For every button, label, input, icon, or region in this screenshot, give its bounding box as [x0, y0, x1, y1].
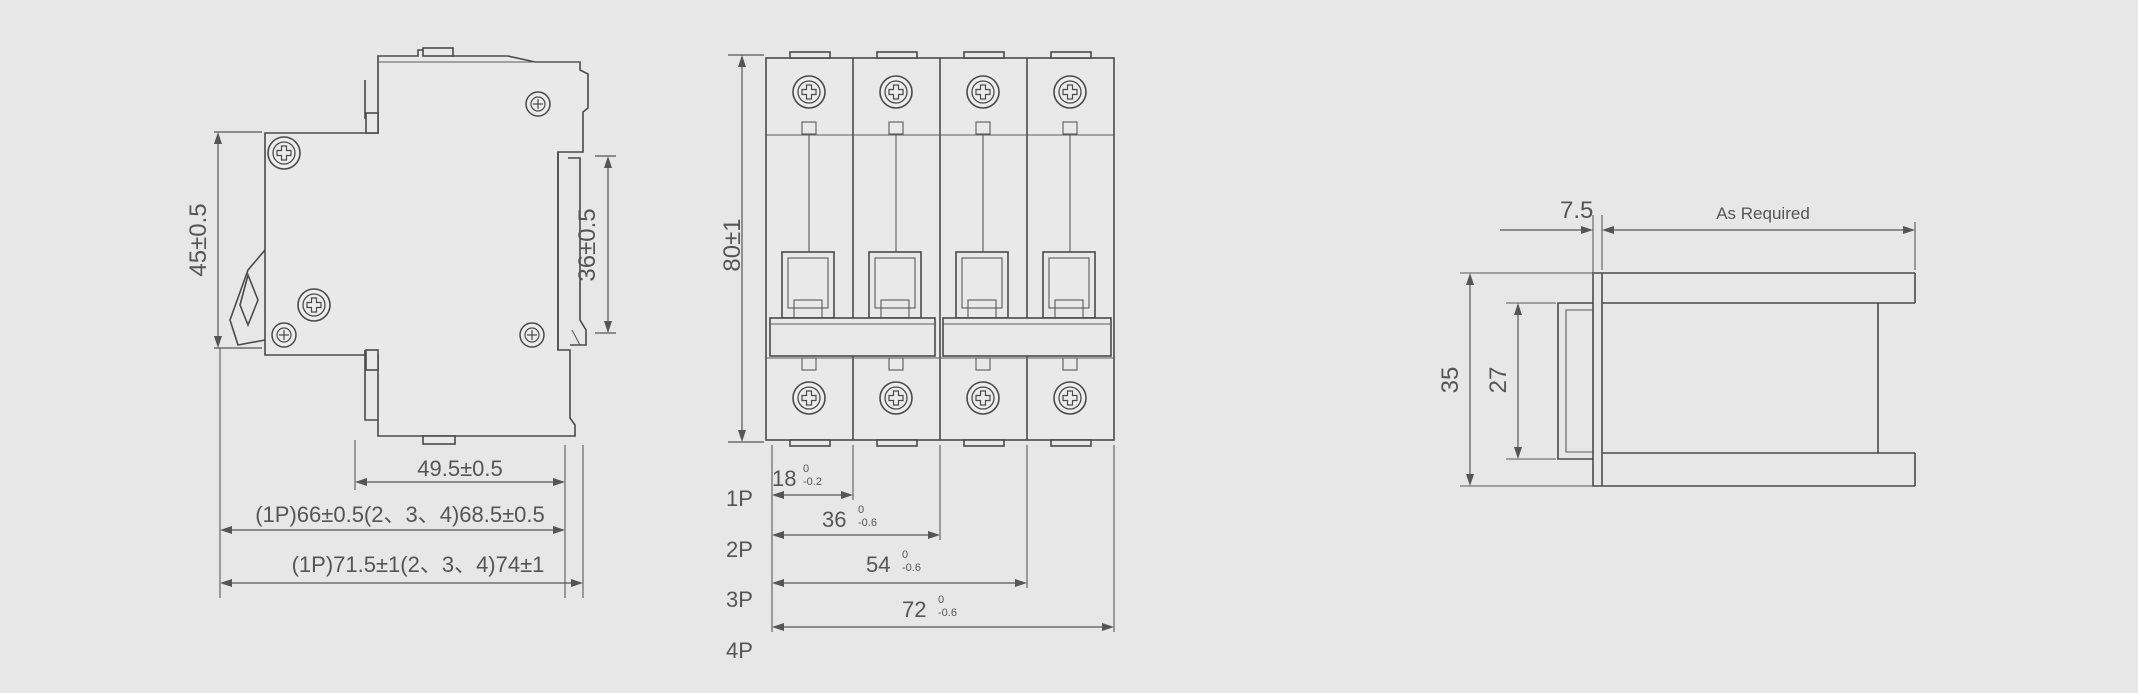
busbar-view: 7.5 As Required 35 27 — [1437, 197, 1916, 487]
handle-pole-4 — [1042, 251, 1096, 319]
pole-label-4p: 4P — [726, 638, 753, 663]
front-dim-36: 36 — [822, 507, 846, 532]
side-view-body — [264, 49, 589, 437]
handle-pole-2 — [868, 251, 922, 319]
svg-text:-0.2: -0.2 — [803, 476, 822, 488]
front-view: 80±1 18 0 -0.2 36 0 -0.6 54 0 -0.6 72 0 — [719, 51, 1115, 663]
svg-text:0: 0 — [803, 463, 809, 475]
front-dim-18: 18 — [772, 466, 796, 491]
busbar-dim-length: As Required — [1716, 204, 1810, 223]
front-dim-54: 54 — [866, 552, 890, 577]
pole-label-3p: 3P — [726, 587, 753, 612]
side-dim-rail: 36±0.5 — [574, 208, 601, 281]
pole-label-1p: 1P — [726, 486, 753, 511]
side-dim-width-a: (1P)66±0.5(2、3、4)68.5±0.5 — [255, 502, 545, 527]
side-dim-width-b: (1P)71.5±1(2、3、4)74±1 — [292, 552, 545, 577]
handle-pole-1 — [781, 251, 835, 319]
front-dim-72: 72 — [902, 597, 926, 622]
front-dim-height: 80±1 — [719, 218, 746, 271]
svg-text:-0.6: -0.6 — [858, 517, 877, 529]
svg-text:-0.6: -0.6 — [902, 562, 921, 574]
svg-text:0: 0 — [938, 594, 944, 606]
svg-text:0: 0 — [902, 549, 908, 561]
side-dim-height: 45±0.5 — [185, 203, 212, 276]
side-view: 45±0.5 36±0.5 49.5±0.5 (1P)66±0.5(2、3、4)… — [185, 47, 616, 598]
busbar-dim-outer: 35 — [1437, 367, 1464, 394]
pole-label-2p: 2P — [726, 537, 753, 562]
svg-text:-0.6: -0.6 — [938, 607, 957, 619]
handle-pole-3 — [955, 251, 1009, 319]
busbar-dim-inner: 27 — [1485, 367, 1512, 394]
side-dim-depth: 49.5±0.5 — [417, 456, 502, 481]
svg-text:0: 0 — [858, 504, 864, 516]
busbar-dim-top: 7.5 — [1560, 197, 1593, 224]
